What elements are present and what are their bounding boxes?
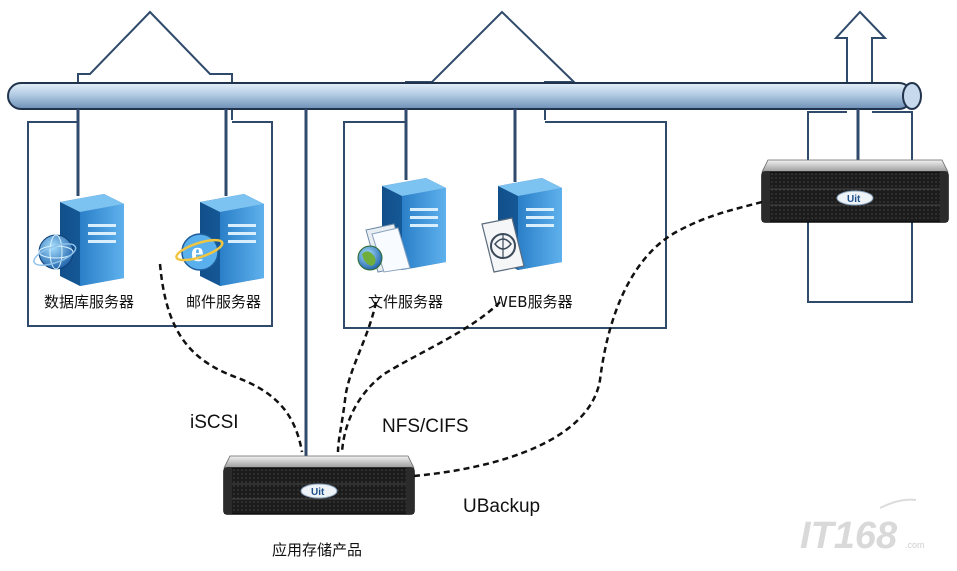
backup-group-box [807, 111, 913, 303]
storage-product-label: 应用存储产品 [272, 541, 362, 559]
browser-e-icon: e [175, 233, 224, 271]
backup-brand-logo: Uit [847, 194, 861, 205]
mail-server-icon [200, 194, 264, 286]
backup-rack-device: Uit [761, 159, 949, 223]
web-document-icon [481, 217, 525, 273]
storage-rack-device: Uit [223, 455, 415, 515]
uplink-arrow-right [833, 10, 888, 84]
server-group-box-left [27, 121, 273, 327]
dashed-connections [158, 200, 763, 478]
watermark-main: IT168 [800, 515, 898, 557]
nfs-connection-web [340, 301, 501, 453]
web-server-label: WEB服务器 [493, 293, 573, 311]
ubackup-protocol-label: UBackup [463, 496, 540, 517]
database-server-label: 数据库服务器 [44, 293, 134, 311]
nfs-connection-file [336, 301, 378, 453]
web-server-icon [498, 178, 562, 270]
uplink-arrow-left [77, 10, 233, 120]
file-server-label: 文件服务器 [368, 293, 443, 311]
server-group-box-middle [343, 121, 667, 329]
ubackup-connection [413, 200, 763, 478]
network-backbone [7, 82, 922, 110]
database-server-icon [60, 194, 124, 286]
watermark-sub: .com [905, 540, 925, 550]
it168-watermark: IT168 .com [800, 498, 925, 557]
nfs-cifs-protocol-label: NFS/CIFS [382, 416, 469, 437]
storage-brand-logo: Uit [311, 487, 325, 498]
file-server-icon [382, 178, 446, 270]
iscsi-protocol-label: iSCSI [190, 412, 239, 433]
globe-icon [33, 234, 77, 270]
server-drop-lines [76, 109, 860, 196]
mail-server-label: 邮件服务器 [186, 293, 261, 311]
folder-globe-icon [357, 223, 411, 273]
